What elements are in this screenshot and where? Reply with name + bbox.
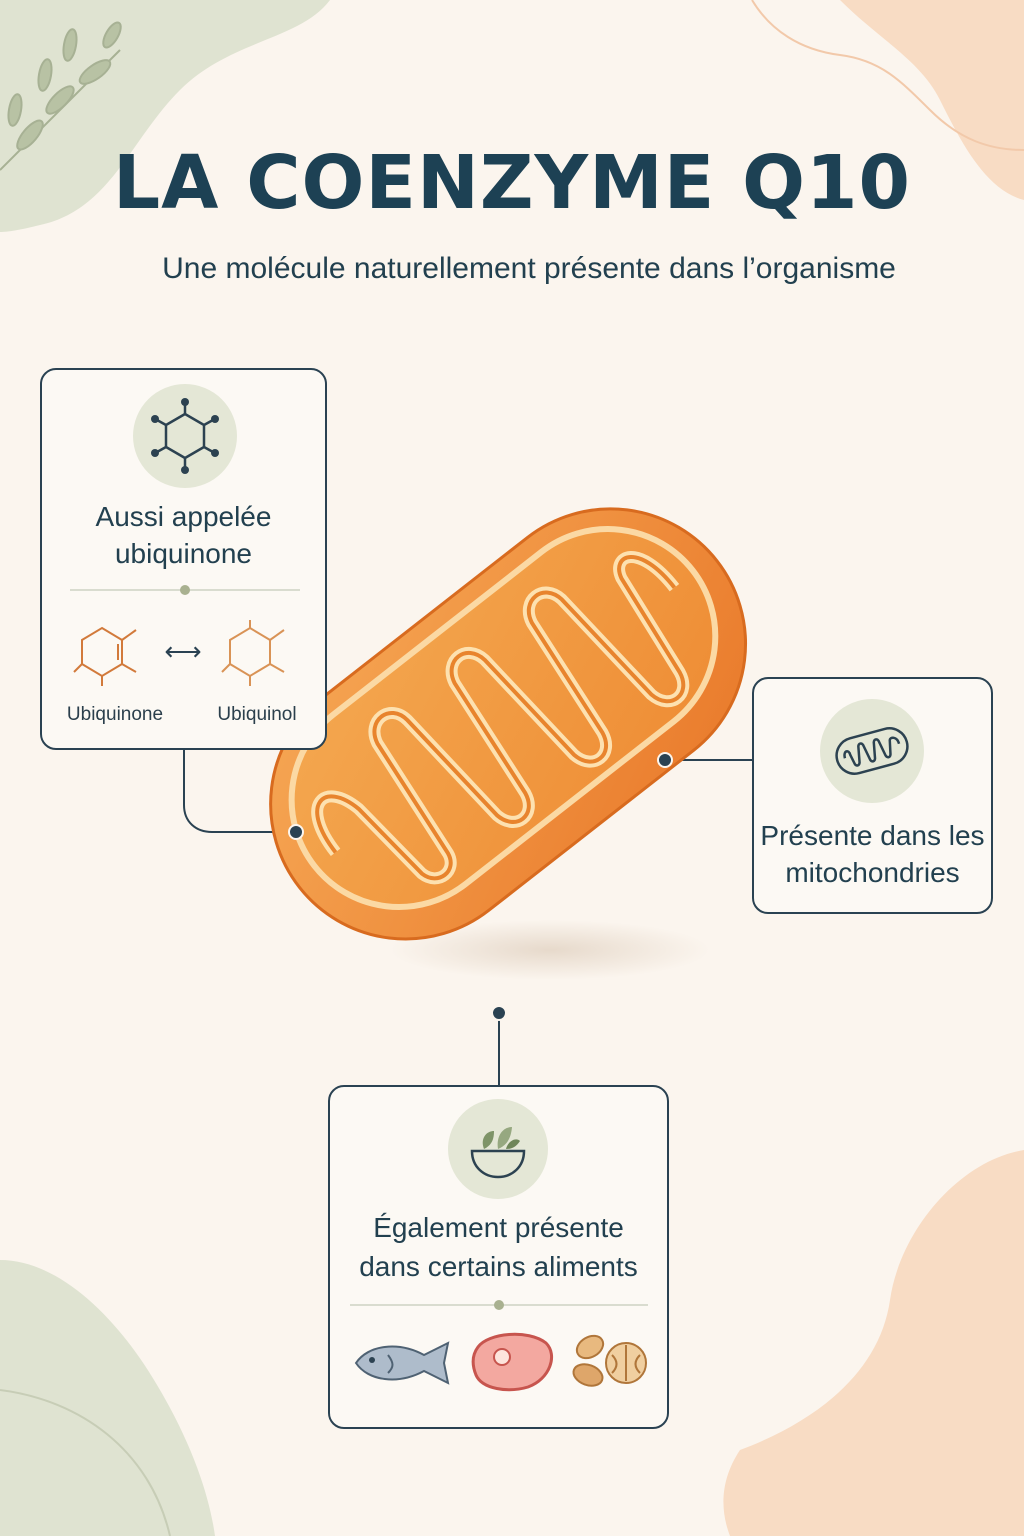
card-mitochondria-line1: Présente dans les	[760, 820, 985, 851]
card-foods: Également présente dans certains aliment…	[328, 1085, 669, 1429]
meat-icon	[471, 1332, 554, 1392]
inner-membrane	[288, 526, 719, 910]
divider-dot	[180, 585, 190, 595]
mitochondrion-icon	[835, 727, 909, 775]
sage-blob-bottom-left	[0, 1260, 215, 1536]
molecule-icon-circle	[133, 384, 237, 488]
mitochondrion-icon-circle	[820, 699, 924, 803]
ubiquinone-structure-icon	[73, 626, 137, 686]
divider-dot	[494, 1300, 504, 1310]
card-mitochondria: Présente dans les mitochondries	[752, 677, 993, 914]
molecule-icon	[151, 398, 219, 474]
peach-blob-top-right	[840, 0, 1024, 200]
connector-dot-right	[657, 752, 673, 768]
page-title: LA COENZYME Q10	[113, 140, 911, 226]
salad-bowl-icon-circle	[448, 1099, 548, 1199]
connector-dot-bottom	[491, 1005, 507, 1021]
ubiquinone-label: Ubiquinone	[66, 704, 164, 725]
arrow-icon: ⟷	[164, 636, 202, 666]
card-mitochondria-line2: mitochondries	[785, 857, 960, 888]
connector-ubiquinone	[183, 750, 295, 833]
sage-blob-top-left	[0, 0, 330, 232]
card-foods-line1: Également présente	[373, 1212, 624, 1243]
sage-line-bottom-left	[0, 1389, 171, 1536]
card-foods-line2: dans certains aliments	[359, 1251, 638, 1282]
fish-icon	[354, 1341, 450, 1385]
card-ubiquinone-line1: Aussi appelée	[95, 501, 272, 532]
page-subtitle: Une molécule naturellement présente dans…	[162, 252, 896, 285]
ubiquinol-label: Ubiquinol	[217, 704, 297, 725]
card-ubiquinone-line2: ubiquinone	[114, 538, 253, 569]
ubiquinol-structure-icon	[221, 620, 285, 686]
nuts-icon	[572, 1334, 647, 1387]
peach-blob-bottom-right	[723, 1150, 1024, 1536]
peach-line-top-right	[751, 0, 1024, 151]
connector-dot-left	[288, 824, 304, 840]
card-ubiquinone: Aussi appelée ubiquinone ⟷ Ubiquinone Ub…	[40, 368, 327, 750]
leaf-sprig-icon	[0, 21, 122, 171]
salad-bowl-icon	[470, 1127, 526, 1179]
mitochondrion-illustration	[269, 507, 748, 980]
